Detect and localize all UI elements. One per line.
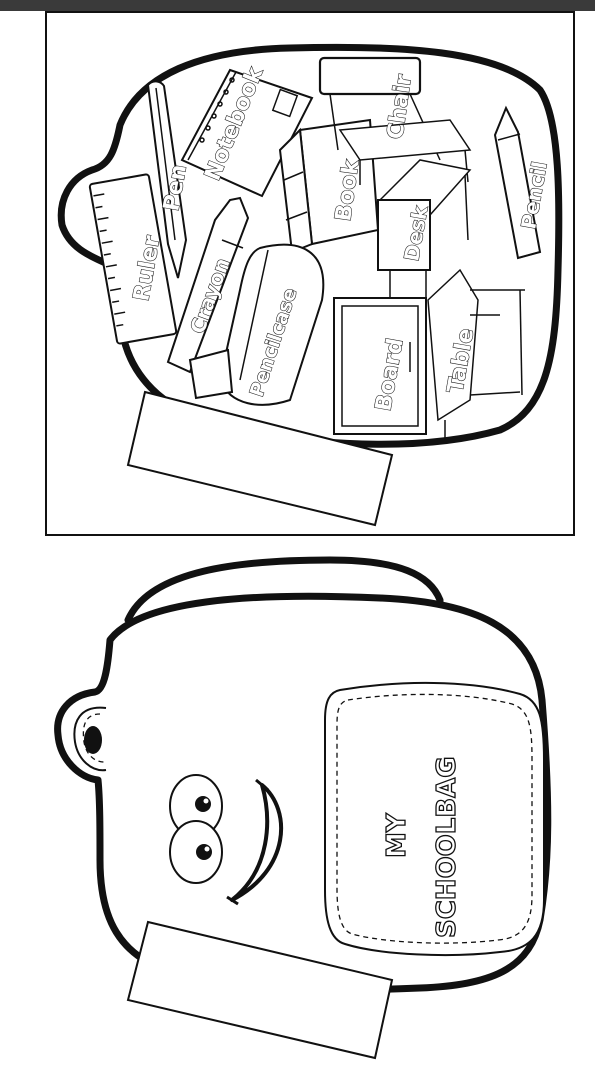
chair-drawing bbox=[318, 56, 472, 185]
cover-eyes bbox=[169, 774, 223, 884]
pencil-drawing bbox=[493, 105, 542, 260]
pen-drawing bbox=[146, 80, 188, 279]
top-bar bbox=[0, 0, 595, 11]
board-drawing bbox=[333, 297, 427, 435]
table-drawing bbox=[427, 268, 525, 440]
notebook-drawing bbox=[180, 68, 314, 198]
cover-handle bbox=[73, 706, 107, 772]
desk-drawing bbox=[377, 159, 472, 300]
cover-pocket bbox=[324, 681, 545, 957]
cover-title-line1: MY bbox=[382, 812, 412, 858]
ruler-drawing bbox=[88, 173, 178, 345]
pencilcase-drawing bbox=[188, 243, 325, 406]
cover-tab bbox=[126, 920, 394, 1060]
top-bag-tab bbox=[126, 390, 394, 527]
cover-title-line2: SCHOOLBAG bbox=[432, 756, 462, 938]
crayon-drawing bbox=[166, 196, 250, 374]
